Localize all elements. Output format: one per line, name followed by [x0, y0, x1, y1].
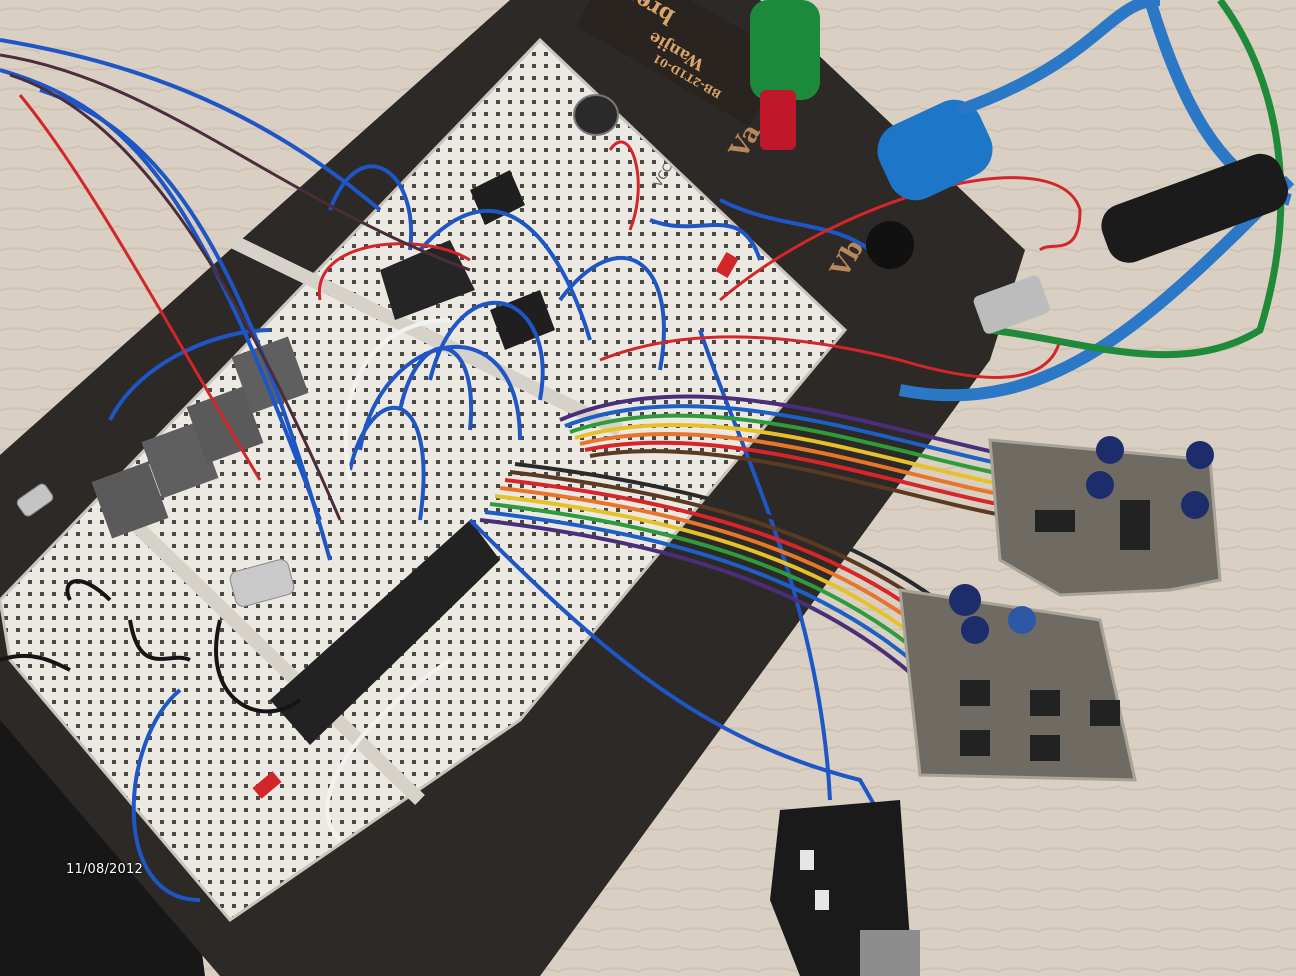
brand-strip: bread board Wanjie BB-2T1D-01	[536, 0, 789, 126]
blue-banana-plug	[877, 99, 993, 201]
dark-wires	[0, 53, 471, 521]
pcb-module-upper	[988, 436, 1222, 597]
date-stamp: 11/08/2012	[66, 862, 143, 877]
ic-chip-large	[270, 520, 500, 745]
red-jumper	[715, 251, 739, 279]
red-post	[760, 90, 796, 150]
breadboard-channel	[115, 233, 624, 806]
blue-wires	[0, 38, 902, 902]
red-jumper	[252, 771, 282, 799]
test-leads	[898, 0, 1295, 402]
audio-jack-socket	[770, 800, 920, 976]
audio-jack-plug	[973, 153, 1289, 334]
binding-posts	[750, 0, 993, 269]
push-button	[186, 386, 264, 464]
microphone	[573, 94, 619, 136]
crystal-small	[16, 483, 54, 517]
pcb-module-lower	[898, 584, 1137, 782]
black-post	[866, 221, 914, 269]
crystal-oscillator	[229, 559, 295, 607]
push-button	[91, 461, 169, 539]
ic-chip-top	[380, 240, 475, 320]
ribbon-cable-upper	[559, 394, 1031, 522]
black-wires	[0, 579, 302, 714]
red-wires	[18, 94, 1082, 481]
white-wires	[325, 318, 452, 842]
green-post	[750, 0, 820, 100]
